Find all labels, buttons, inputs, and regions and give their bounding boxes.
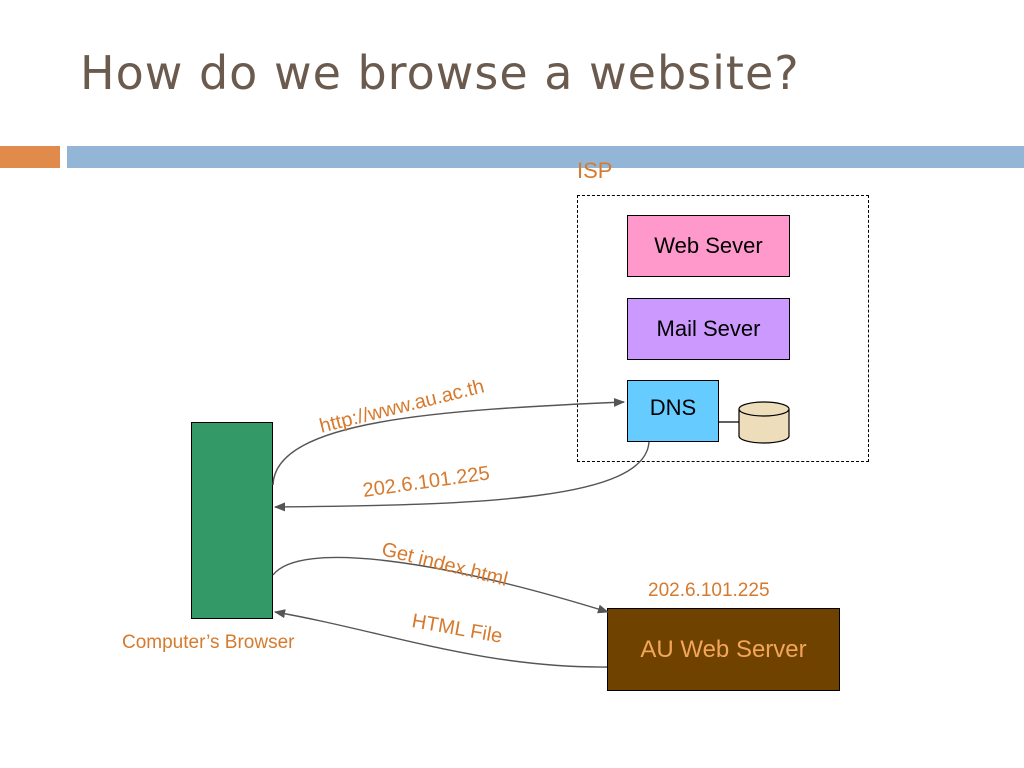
arrow-dns-reply [273, 441, 650, 512]
dns-box: DNS [627, 380, 719, 442]
mail-sever-label: Mail Sever [656, 316, 761, 341]
slide-title: How do we browse a website? [80, 46, 800, 100]
arrow-request-url [272, 397, 626, 486]
isp-label: ISP [577, 158, 613, 183]
dns-label: DNS [649, 395, 697, 420]
mail-sever-box: Mail Sever [627, 298, 790, 360]
computer-browser-box [191, 422, 273, 619]
au-web-server-label: AU Web Server [640, 635, 807, 663]
arrow-html-reply [273, 609, 608, 668]
computer-browser-label: Computer’s Browser [122, 632, 295, 653]
title-accent-bar-orange [0, 146, 60, 168]
arrow-get-request [272, 556, 610, 614]
web-sever-box: Web Sever [627, 215, 790, 277]
database-icon [738, 401, 790, 444]
isp-boundary [577, 195, 869, 462]
web-sever-label: Web Sever [654, 233, 763, 258]
au-web-server-box: AU Web Server [607, 608, 840, 691]
au-web-server-ip: 202.6.101.225 [648, 580, 770, 601]
database-body [738, 409, 790, 444]
database-top [738, 401, 790, 417]
title-accent-bar-blue [67, 146, 1024, 168]
